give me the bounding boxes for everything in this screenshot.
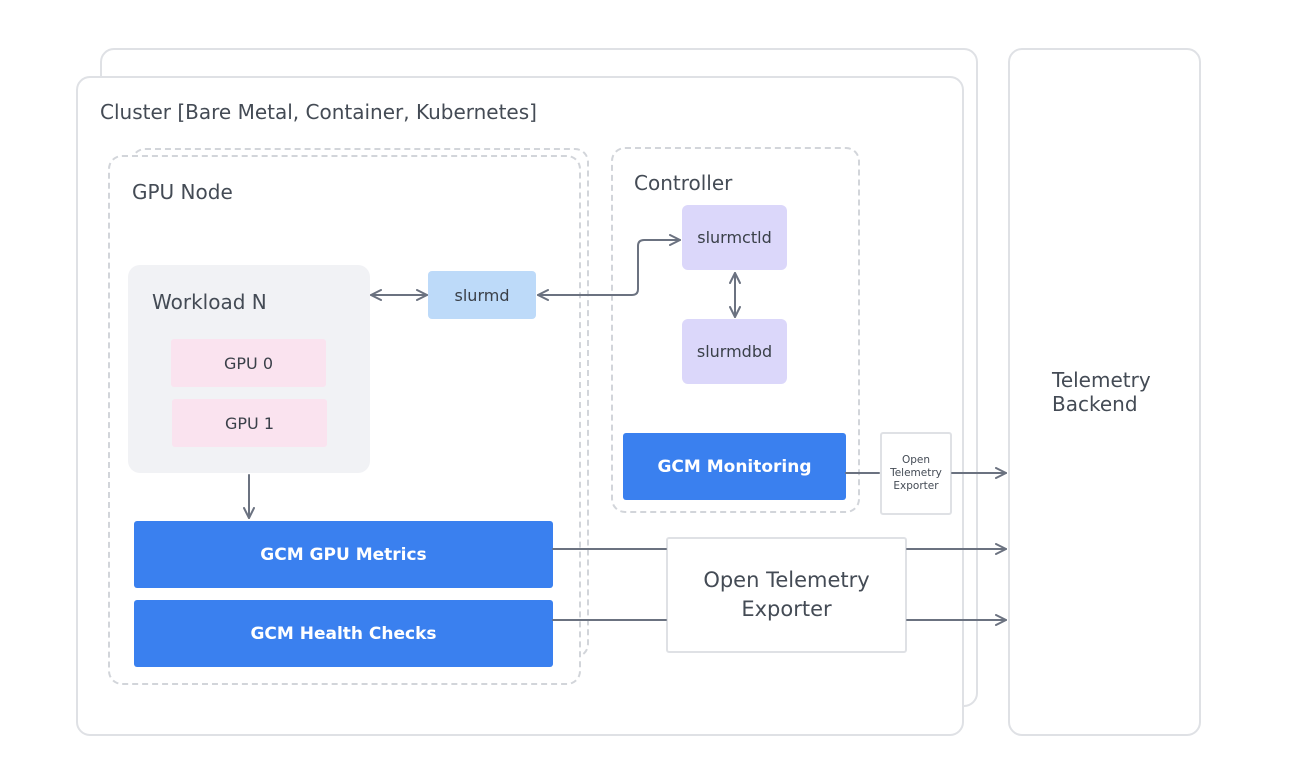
telemetry-backend-box: [1008, 48, 1201, 736]
workload-title: Workload N: [152, 290, 267, 314]
telemetry-backend-label: Telemetry Backend: [1052, 368, 1151, 416]
open-telemetry-exporter-large: Open Telemetry Exporter: [666, 537, 907, 653]
slurmctld-box: slurmctld: [682, 205, 787, 270]
gcm-health-checks-box: GCM Health Checks: [134, 600, 553, 667]
open-telemetry-exporter-small: Open Telemetry Exporter: [880, 432, 952, 515]
gcm-gpu-metrics-box: GCM GPU Metrics: [134, 521, 553, 588]
gcm-monitoring-box: GCM Monitoring: [623, 433, 846, 500]
telemetry-backend-line1: Telemetry: [1052, 368, 1151, 392]
exporter-large-line1: Open Telemetry: [703, 568, 870, 592]
controller-title: Controller: [634, 171, 733, 195]
gpu-node-title: GPU Node: [132, 180, 233, 204]
cluster-title: Cluster [Bare Metal, Container, Kubernet…: [100, 100, 537, 124]
slurmdbd-box: slurmdbd: [682, 319, 787, 384]
telemetry-backend-line2: Backend: [1052, 392, 1138, 416]
exporter-small-line3: Exporter: [893, 480, 939, 492]
gpu-0-chip: GPU 0: [171, 339, 326, 387]
exporter-small-line2: Telemetry: [890, 467, 942, 479]
gpu-1-chip: GPU 1: [172, 399, 327, 447]
exporter-large-line2: Exporter: [741, 597, 832, 621]
exporter-small-line1: Open: [901, 454, 931, 466]
slurmd-box: slurmd: [428, 271, 536, 319]
